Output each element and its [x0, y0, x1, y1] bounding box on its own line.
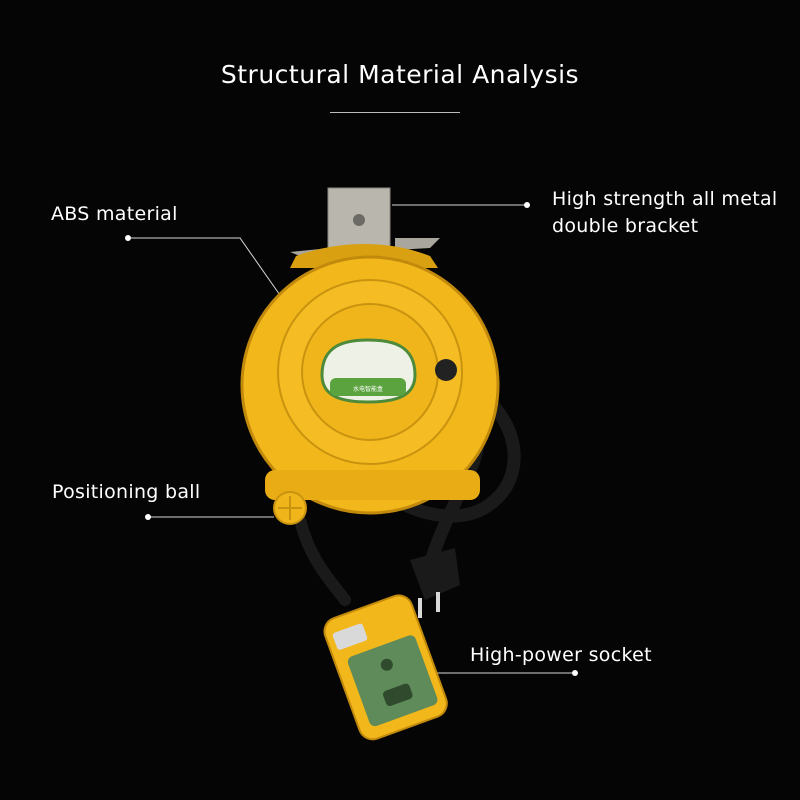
leader-dot-metal — [524, 202, 530, 208]
callout-leaders — [128, 204, 575, 674]
leader-dot-socket — [572, 670, 578, 676]
page-title: Structural Material Analysis — [220, 60, 580, 89]
window-label: 水电智能盒 — [353, 385, 383, 393]
callout-high-power-socket: High-power socket — [470, 644, 652, 666]
leader-dot-abs — [125, 235, 131, 241]
callout-abs-material: ABS material — [51, 203, 178, 225]
title-underline — [330, 112, 460, 113]
power-plug — [410, 548, 460, 618]
callout-metal-line2: double bracket — [552, 215, 699, 237]
power-strip — [323, 594, 448, 741]
leader-abs — [128, 237, 283, 299]
reel-housing: 水电智能盒 — [240, 244, 500, 525]
leader-dot-ball — [145, 514, 151, 520]
callout-metal-line1: High strength all metal — [552, 188, 778, 210]
callout-positioning-ball: Positioning ball — [52, 481, 201, 503]
callout-metal-bracket: High strength all metal double bracket — [552, 186, 777, 240]
